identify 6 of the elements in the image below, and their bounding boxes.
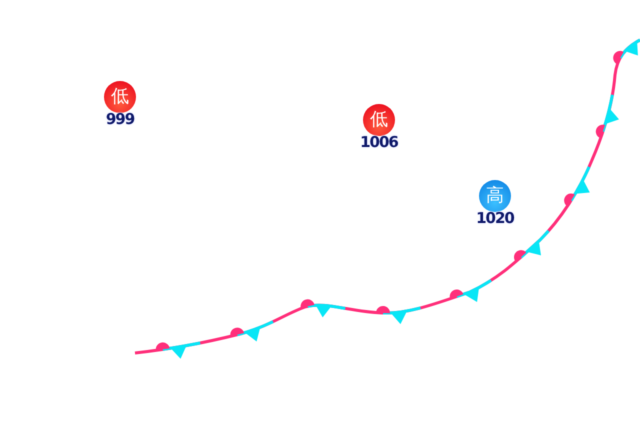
low-pressure-symbol: 低 — [363, 104, 395, 136]
pressure-value: 1020 — [476, 210, 514, 226]
pressure-value: 1006 — [360, 134, 398, 150]
pressure-value: 999 — [106, 111, 134, 127]
low-pressure-symbol: 低 — [104, 81, 136, 113]
high-pressure-symbol: 高 — [479, 180, 511, 212]
